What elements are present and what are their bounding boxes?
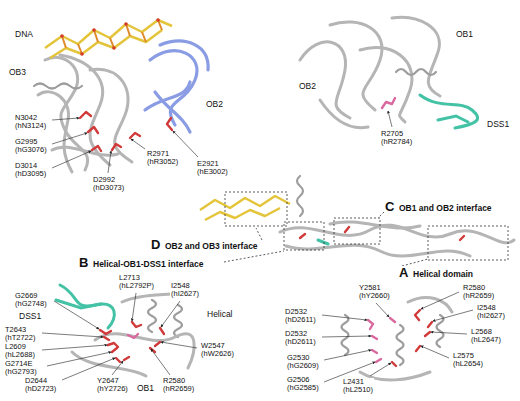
panel-c-structure [300,17,478,128]
residue-label: R2580 (hR2659) [462,284,495,300]
panel-d-structure [34,18,208,172]
residue-label: L2713 (hL2792P) [118,274,155,290]
residue-label: G2506 (hG2585) [286,376,320,392]
panel-title: Helical domain [412,270,474,279]
residue-label: Y2581 (hY2660) [358,284,391,300]
domain-label: OB1 [455,30,474,39]
domain-label: DSS1 [18,312,42,321]
residue-label: G2669 (hG2748) [14,292,48,308]
panel-letter: D [150,238,161,251]
domain-label: OB2 [298,82,317,91]
residue-label: D2532 (hD2611) [284,330,317,346]
residue-label: G2995 (hG3076) [14,138,48,154]
panel-letter: C [384,200,395,213]
leader-lines [42,111,473,382]
residue-label: D2644 (hD2723) [24,377,57,393]
residue-label: L2575 (hL2654) [452,352,484,368]
residue-label: R2971 (hR3052) [146,150,179,166]
panel-b-structure [56,285,194,376]
residue-label: D3014 (hD3095) [14,162,47,178]
panel-title: OB1 and OB2 interface [398,204,493,213]
residue-label: I2548 (hI2627) [476,304,506,320]
residue-label: T2643 (hT2722) [4,326,36,342]
residue-label: G2714E (hG2793) [4,360,38,376]
residue-label: R2705 (hR2784) [380,130,413,146]
residue-label: L2568 (hL2647) [470,328,502,344]
domain-label: OB3 [8,68,27,77]
panel-a-structure [342,297,453,380]
residue-label: D2532 (hD2611) [284,308,317,324]
residue-label: L2431 (hL2510) [342,378,374,394]
residue-label: L2609 (hL2688) [4,343,36,359]
domain-label: Helical [206,310,234,319]
panel-letter: B [78,256,89,269]
panel-title: Helical-OB1-DSS1 interface [92,260,205,269]
residue-label: D2992 (hD3073) [92,176,125,192]
panel-letter: A [398,266,409,279]
domain-label: OB1 [136,384,155,393]
residue-label: Y2647 (hY2726) [96,377,129,393]
residue-label: E2921 (hE3002) [196,160,229,176]
residue-label: N3042 (hN3124) [14,114,47,130]
residue-label: G2530 (hG2609) [286,354,320,370]
panel-title: OB2 and OB3 interface [164,242,259,251]
overview-structure [200,176,514,266]
domain-label: DSS1 [486,120,510,129]
residue-label: I2548 (hI2627) [170,282,200,298]
domain-label: OB2 [205,100,224,109]
residue-label: W2547 (hW2626) [200,342,235,358]
residue-label: R2580 (hR2659) [162,377,195,393]
domain-label: DNA [14,30,34,39]
